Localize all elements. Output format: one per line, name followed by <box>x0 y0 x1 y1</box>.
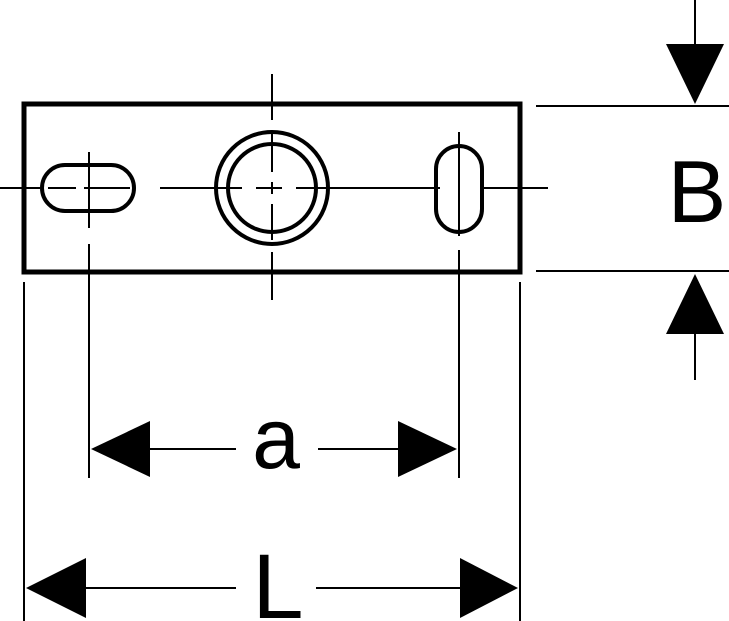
dimension-B: B <box>666 0 726 380</box>
arrowhead-B-bottom <box>666 274 724 334</box>
arrowhead-B-top <box>666 44 724 104</box>
label-a: a <box>252 391 300 487</box>
right-slot-hole <box>434 132 484 236</box>
center-round-hole <box>214 74 330 300</box>
label-L: L <box>252 536 303 621</box>
extension-lines-a <box>88 244 460 478</box>
arrowhead-L-right <box>460 558 518 618</box>
dimension-a: a <box>91 391 457 487</box>
left-slot-hole <box>40 152 136 228</box>
arrowhead-a-right <box>398 421 457 477</box>
dimension-L: L <box>26 536 518 621</box>
extension-lines-L <box>23 282 521 621</box>
label-B: B <box>668 142 727 241</box>
extension-lines-B <box>536 105 729 272</box>
arrowhead-L-left <box>26 558 86 618</box>
arrowhead-a-left <box>91 421 150 477</box>
